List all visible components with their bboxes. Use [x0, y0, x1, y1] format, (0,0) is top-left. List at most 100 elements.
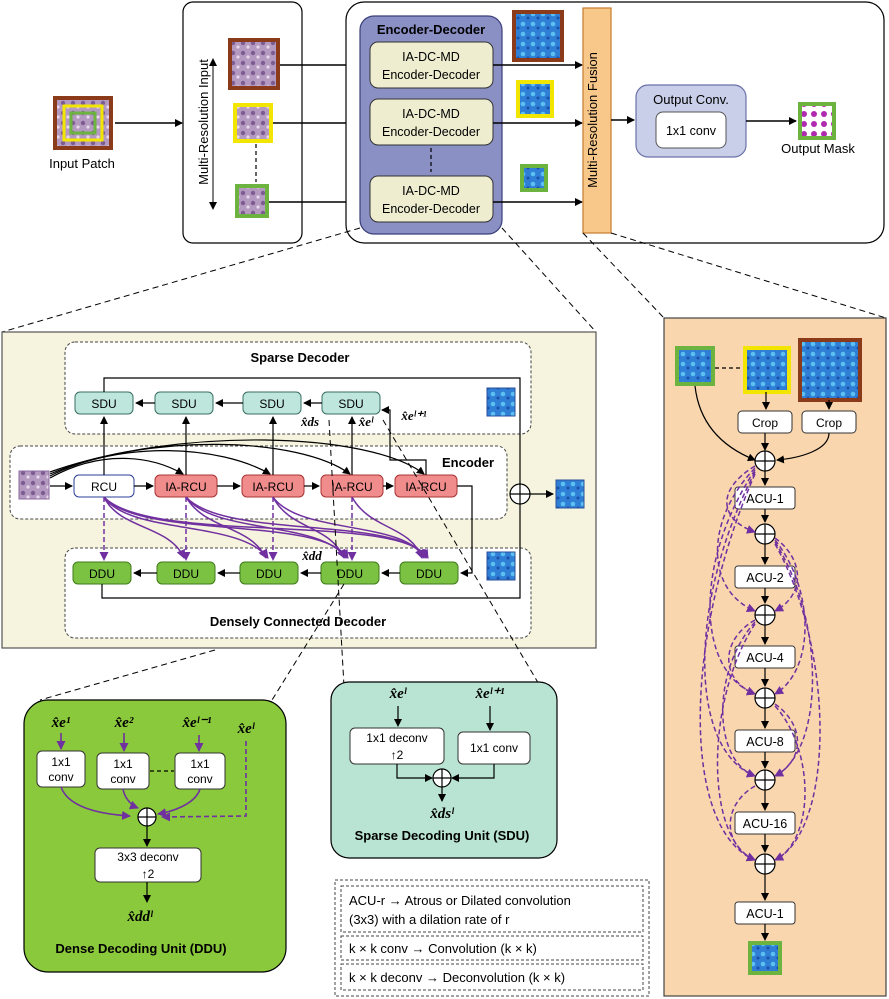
- fused-output-image: [555, 479, 585, 509]
- sdu-title: Sparse Decoding Unit (SDU): [355, 828, 530, 843]
- input-patch-label: Input Patch: [49, 156, 115, 171]
- acu-block[interactable]: ACU-8: [734, 729, 796, 753]
- acu-label: ACU-4: [746, 651, 784, 665]
- crop-button-2[interactable]: Crop: [801, 410, 857, 434]
- multi-resolution-fusion-label: Multi-Resolution Fusion: [585, 52, 600, 188]
- acu-label: ACU-2: [746, 571, 784, 585]
- ddu-block[interactable]: DDU: [156, 561, 216, 585]
- ddu-block[interactable]: DDU: [72, 561, 132, 585]
- encoder-decoder-title: Encoder-Decoder: [377, 22, 485, 37]
- ddu-title: Dense Decoding Unit (DDU): [55, 941, 226, 956]
- sum-node-6: [754, 853, 776, 875]
- ddu-x2: x̂e²: [114, 715, 134, 731]
- ia-label-line2: Encoder-Decoder: [382, 125, 480, 139]
- ddu-label: DDU: [89, 567, 115, 581]
- sparse-decoder-title: Sparse Decoder: [251, 350, 350, 365]
- sdu-label: SDU: [171, 397, 196, 411]
- sdu-block[interactable]: SDU: [321, 391, 381, 415]
- multi-resolution-input-label: Multi-Resolution Input: [196, 59, 211, 185]
- fusion-input-2: [743, 346, 791, 394]
- ia-encoder-decoder-1[interactable]: IA-DC-MD Encoder-Decoder: [369, 41, 494, 89]
- acu-block[interactable]: ACU-1: [734, 486, 796, 510]
- input-scale-3: [235, 184, 269, 218]
- acu-block[interactable]: ACU-1: [734, 901, 796, 925]
- sdu-xe1: x̂eˡ⁺¹: [474, 686, 504, 702]
- legend: ACU-r → Atrous or Dilated convolution (3…: [334, 879, 650, 997]
- acu-label: ACU-16: [743, 817, 788, 831]
- ddu-output: x̂ddˡ: [126, 909, 154, 925]
- legend-acu-line1: ACU-r → Atrous or Dilated convolution: [349, 893, 571, 908]
- conv-line2: conv: [187, 772, 212, 786]
- sdu-block[interactable]: SDU: [154, 391, 214, 415]
- sdu-output: x̂dsˡ: [429, 806, 455, 822]
- sdu-block[interactable]: SDU: [74, 391, 134, 415]
- ddu-block[interactable]: DDU: [399, 561, 459, 585]
- ia-label-line1: IA-DC-MD: [402, 184, 460, 198]
- sdu-deconv[interactable]: 1x1 deconv↑2: [349, 727, 445, 765]
- acu-label: ACU-1: [746, 492, 784, 506]
- sum-node-2: [754, 523, 776, 545]
- ia-rcu-block[interactable]: IA-RCU: [241, 474, 305, 498]
- input-scale-2: [233, 103, 273, 143]
- rcu-label: RCU: [91, 480, 117, 494]
- acu-label: ACU-8: [746, 735, 784, 749]
- conv-line1: 1x1: [113, 757, 133, 771]
- ia-rcu-block[interactable]: IA-RCU: [320, 474, 384, 498]
- output-mask-image: [798, 102, 836, 140]
- ddu-block[interactable]: DDU: [320, 561, 380, 585]
- ddu-deconv[interactable]: 3x3 deconv ↑2: [94, 847, 202, 883]
- x-dd-label: x̂dd: [301, 548, 322, 563]
- sdu-block[interactable]: SDU: [242, 391, 302, 415]
- sdu-detail: x̂eˡ x̂eˡ⁺¹ 1x1 deconv↑2 1x1 conv x̂dsˡ …: [330, 681, 558, 859]
- dense-connections: [99, 496, 429, 561]
- ia-label-line2: Encoder-Decoder: [382, 202, 480, 216]
- ddu-label: DDU: [337, 567, 363, 581]
- output-conv-1x1: 1x1 conv: [666, 124, 717, 138]
- multi-resolution-fusion[interactable]: [582, 7, 612, 234]
- prediction-scale-1: [512, 10, 564, 62]
- conv-label: 1x1 conv: [470, 741, 518, 755]
- rcu-block[interactable]: RCU: [73, 474, 135, 498]
- prediction-scale-2: [516, 80, 554, 118]
- top-section: Input Patch Multi-Resolution Input Encod…: [1, 1, 887, 333]
- middle-section: Sparse Decoder Encoder Densely Connected…: [1, 331, 597, 701]
- acu-label: ACU-1: [746, 907, 784, 921]
- crop-button-1[interactable]: Crop: [737, 410, 793, 434]
- sdu-label: SDU: [91, 397, 116, 411]
- sdu-conv[interactable]: 1x1 conv: [457, 731, 531, 765]
- sdu-label: SDU: [259, 397, 284, 411]
- ddu-block[interactable]: DDU: [239, 561, 299, 585]
- ddu-detail-panel: [23, 699, 287, 973]
- ia-encoder-decoder-2[interactable]: IA-DC-MD Encoder-Decoder: [369, 98, 494, 146]
- upsample-label: ↑2: [142, 867, 155, 881]
- ddu-x1: x̂e¹: [51, 715, 71, 731]
- fusion-output-image: [748, 941, 782, 975]
- sum-node-3: [754, 604, 776, 626]
- fusion-input-3: [798, 338, 862, 402]
- sum-node-4: [754, 687, 776, 709]
- ddu-label: DDU: [173, 567, 199, 581]
- acu-block[interactable]: ACU-2: [734, 565, 796, 589]
- ia-rcu-block[interactable]: IA-RCU: [154, 474, 218, 498]
- output-mask-label: Output Mask: [781, 141, 855, 156]
- crop-label: Crop: [752, 416, 778, 430]
- legend-deconv: k × k deconv → Deconvolution (k × k): [349, 970, 565, 985]
- legend-conv: k × k conv → Convolution (k × k): [349, 941, 537, 956]
- ia-rcu-label: IA-RCU: [331, 480, 372, 494]
- ddu-xl1: x̂eˡ⁻¹: [181, 715, 211, 731]
- ia-rcu-label: IA-RCU: [252, 480, 293, 494]
- ia-label-line2: Encoder-Decoder: [382, 68, 480, 82]
- ia-rcu-label: IA-RCU: [405, 480, 446, 494]
- x-e-l-label: x̂eˡ: [358, 414, 374, 429]
- crop-label: Crop: [816, 416, 842, 430]
- acu-block[interactable]: ACU-4: [734, 645, 796, 669]
- conv-line2: conv: [48, 770, 73, 784]
- acu-block[interactable]: ACU-16: [734, 811, 796, 835]
- deconv-label: 3x3 deconv: [117, 850, 178, 864]
- ia-encoder-decoder-3[interactable]: IA-DC-MD Encoder-Decoder: [369, 175, 494, 223]
